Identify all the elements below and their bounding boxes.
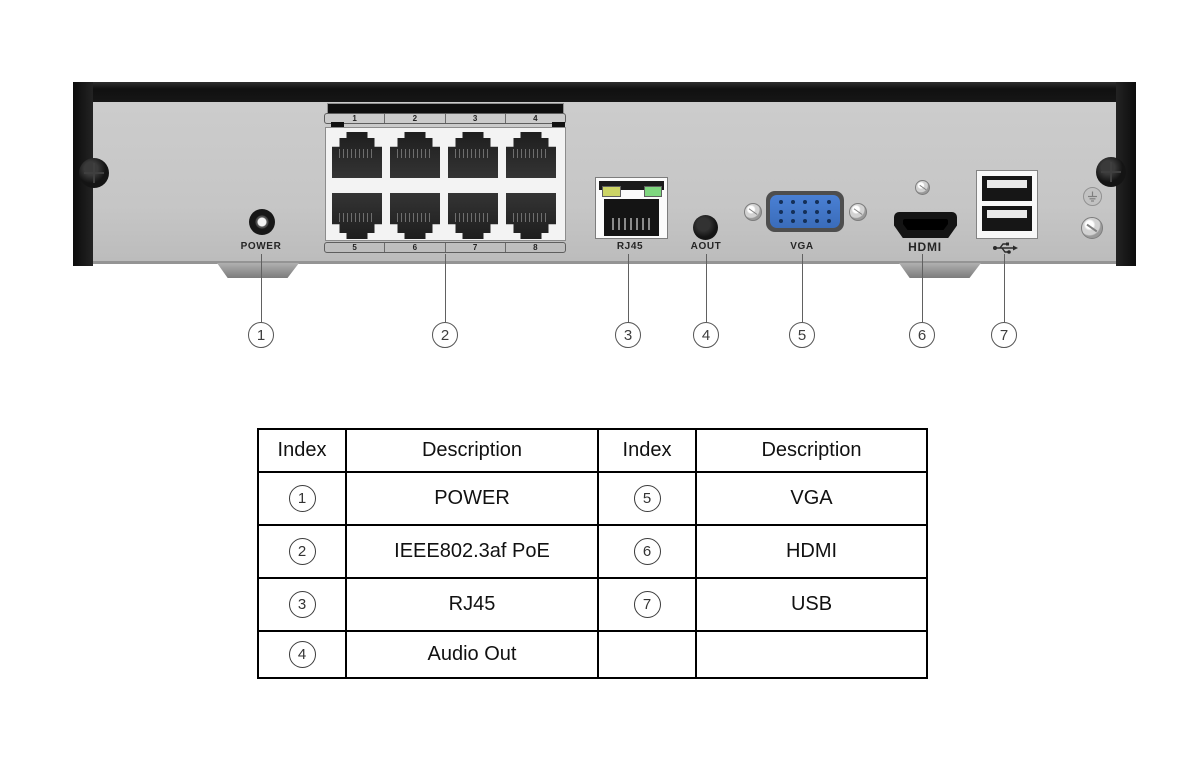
hdmi-label: HDMI	[908, 240, 942, 254]
table-row: 2 IEEE802.3af PoE 6 HDMI	[257, 524, 928, 579]
device-foot	[899, 263, 981, 278]
device-foot	[217, 263, 299, 278]
usb-port	[982, 206, 1032, 231]
index-cell: 1	[257, 471, 347, 526]
table-header: Index	[257, 428, 347, 473]
index-cell: 2	[257, 524, 347, 579]
poe-port-jack	[332, 193, 382, 239]
aout-label: AOUT	[690, 241, 722, 252]
circled-index: 3	[288, 591, 316, 618]
vga-label: VGA	[790, 241, 814, 252]
callout-3: 3	[615, 322, 641, 348]
callout-line	[261, 254, 262, 322]
index-cell: 4	[257, 630, 347, 679]
table-header: Index	[597, 428, 697, 473]
description-cell: VGA	[695, 471, 928, 526]
vga-screw-icon	[744, 203, 762, 221]
poe-number: 8	[504, 243, 565, 252]
vga-pin-row	[779, 218, 831, 223]
table-row: 1 POWER 5 VGA	[257, 471, 928, 526]
table-row: 3 RJ45 7 USB	[257, 577, 928, 632]
rj45-led-green	[644, 186, 662, 197]
circled-index: 2	[288, 538, 316, 565]
poe-clip	[552, 122, 565, 128]
description-cell: HDMI	[695, 524, 928, 579]
poe-number-strip-bottom: 5 6 7 8	[324, 242, 566, 253]
rj45-label: RJ45	[616, 241, 644, 252]
poe-port-jack	[390, 132, 440, 178]
poe-port-jack	[332, 132, 382, 178]
vga-screw-icon	[849, 203, 867, 221]
description-cell: POWER	[345, 471, 599, 526]
poe-clip	[331, 122, 344, 128]
description-cell: RJ45	[345, 577, 599, 632]
port-description-table: Index Description Index Description 1 PO…	[257, 428, 928, 679]
circled-index: 1	[288, 485, 316, 512]
poe-number: 1	[352, 114, 357, 123]
circled-index: 7	[633, 591, 661, 618]
circled-index: 6	[633, 538, 661, 565]
earth-ground-icon	[1083, 187, 1102, 206]
description-cell: USB	[695, 577, 928, 632]
poe-port-jack	[390, 193, 440, 239]
callout-line	[1004, 254, 1005, 322]
callout-7: 7	[991, 322, 1017, 348]
chassis-top-edge	[73, 82, 1136, 102]
rj45-port-opening	[604, 199, 659, 236]
description-cell	[695, 630, 928, 679]
circled-index: 5	[633, 485, 661, 512]
poe-port-jack	[448, 193, 498, 239]
poe-number: 3	[444, 114, 505, 123]
table-header-row: Index Description Index Description	[257, 428, 928, 473]
poe-port-jack	[506, 193, 556, 239]
ground-screw-icon	[1081, 217, 1103, 239]
callout-line	[706, 254, 707, 322]
callout-line	[628, 254, 629, 322]
usb-port	[982, 176, 1032, 201]
vga-pin-row	[779, 209, 831, 214]
description-cell: IEEE802.3af PoE	[345, 524, 599, 579]
power-label: POWER	[240, 241, 282, 252]
callout-line	[445, 254, 446, 322]
rj45-port-top	[599, 181, 664, 190]
panel-screw-icon	[915, 180, 930, 195]
callout-4: 4	[693, 322, 719, 348]
poe-number: 2	[384, 114, 444, 123]
phillips-screw-icon	[1096, 157, 1126, 187]
callout-line	[802, 254, 803, 322]
index-cell	[597, 630, 697, 679]
circled-index: 4	[288, 641, 316, 668]
poe-number-strip-top: 1 2 3 4	[324, 113, 566, 124]
chassis-right-edge	[1116, 82, 1136, 266]
index-cell: 5	[597, 471, 697, 526]
usb-trident-icon	[993, 242, 1018, 254]
hdmi-connector	[894, 212, 957, 238]
callout-5: 5	[789, 322, 815, 348]
poe-number: 6	[384, 243, 444, 252]
callout-1: 1	[248, 322, 274, 348]
index-cell: 7	[597, 577, 697, 632]
index-cell: 3	[257, 577, 347, 632]
vga-pin-face	[770, 195, 840, 228]
index-cell: 6	[597, 524, 697, 579]
vga-pin-row	[779, 200, 831, 205]
callout-2: 2	[432, 322, 458, 348]
callout-line	[922, 254, 923, 322]
poe-port-jack	[506, 132, 556, 178]
table-header: Description	[695, 428, 928, 473]
callout-6: 6	[909, 322, 935, 348]
poe-number: 5	[352, 243, 357, 252]
table-header: Description	[345, 428, 599, 473]
phillips-screw-icon	[79, 158, 109, 188]
table-row: 4 Audio Out	[257, 630, 928, 679]
rj45-led-yellow	[602, 186, 621, 197]
poe-number: 4	[504, 114, 565, 123]
description-cell: Audio Out	[345, 630, 599, 679]
poe-port-jack	[448, 132, 498, 178]
audio-out-connector	[693, 215, 718, 240]
power-connector	[249, 209, 275, 235]
poe-number: 7	[444, 243, 505, 252]
